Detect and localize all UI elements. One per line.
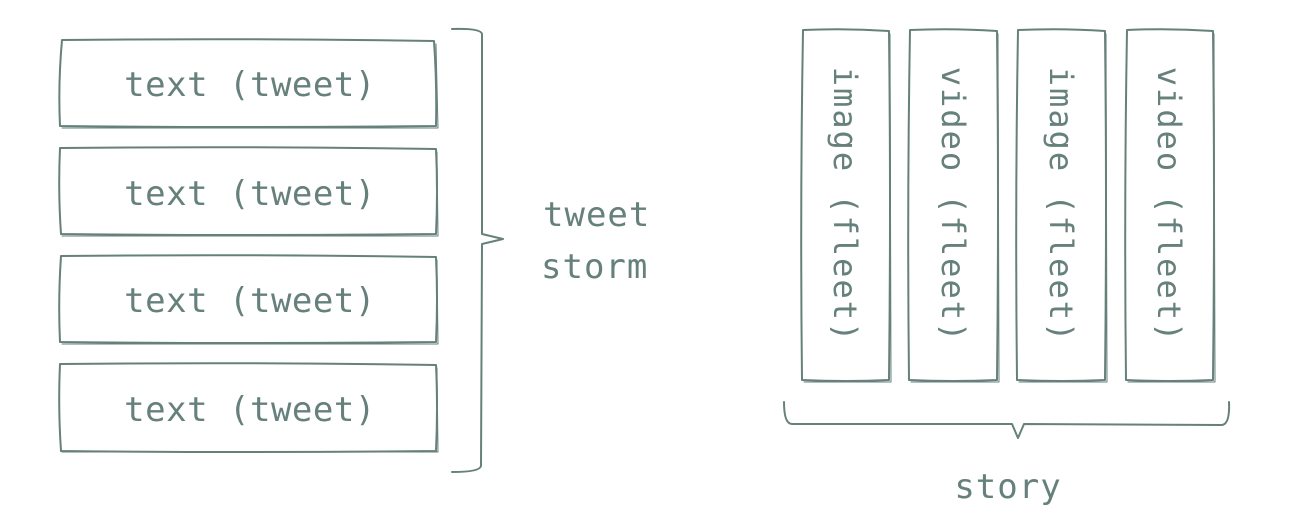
fleet-box: image (fleet) xyxy=(1015,28,1108,383)
fleet-label: video (fleet) xyxy=(934,67,972,343)
story-label: story xyxy=(954,467,1061,507)
tweet-storm-brace xyxy=(451,27,504,473)
fleet-box: video (fleet) xyxy=(1124,28,1216,383)
fleet-label: image (fleet) xyxy=(826,67,864,343)
tweet-label: text (tweet) xyxy=(124,281,376,321)
fleet-label: video (fleet) xyxy=(1150,67,1188,343)
tweet-label: text (tweet) xyxy=(124,174,376,214)
fleet-box: video (fleet) xyxy=(907,28,1000,383)
fleet-label: image (fleet) xyxy=(1042,67,1080,343)
tweet-storm-group: text (tweet) text (tweet) text (tweet) t… xyxy=(58,27,650,473)
tweet-box: text (tweet) xyxy=(58,38,439,129)
story-brace xyxy=(783,401,1231,439)
tweet-storm-label-line2: storm xyxy=(541,247,648,287)
tweet-label: text (tweet) xyxy=(124,390,376,430)
fleet-box: image (fleet) xyxy=(800,28,892,383)
tweet-storm-label-line1: tweet xyxy=(543,195,650,235)
tweet-box: text (tweet) xyxy=(58,362,439,453)
story-group: image (fleet) video (fleet) image (fleet… xyxy=(783,28,1231,507)
tweet-label: text (tweet) xyxy=(124,65,376,105)
tweet-box: text (tweet) xyxy=(58,146,439,237)
tweet-box: text (tweet) xyxy=(58,254,439,345)
